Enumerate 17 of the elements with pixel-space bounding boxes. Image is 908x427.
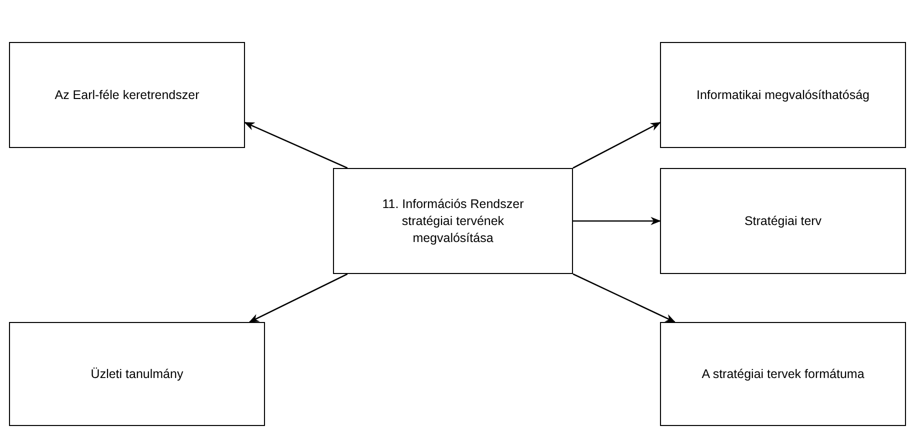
arrow [572,273,676,323]
box-label: Informatikai megvalósíthatóság [696,86,870,104]
process-box [9,42,245,148]
arrow [573,216,662,226]
box-label: 11. Információs Rendszer stratégiai tervének megvalósítása [381,196,525,246]
box-label: A stratégiai tervek formátuma [702,366,864,382]
process-box [660,322,906,426]
box-label: Az Earl-féle keretrendszer [54,86,200,104]
box-label: Üzleti tanulmány [90,366,184,382]
arrow [572,122,661,169]
process-box [333,168,573,274]
process-box [660,42,906,148]
process-box [9,322,265,426]
arrow [244,122,348,169]
box-label: Stratégiai terv [744,212,822,230]
arrow [248,273,348,323]
process-box [660,168,906,274]
